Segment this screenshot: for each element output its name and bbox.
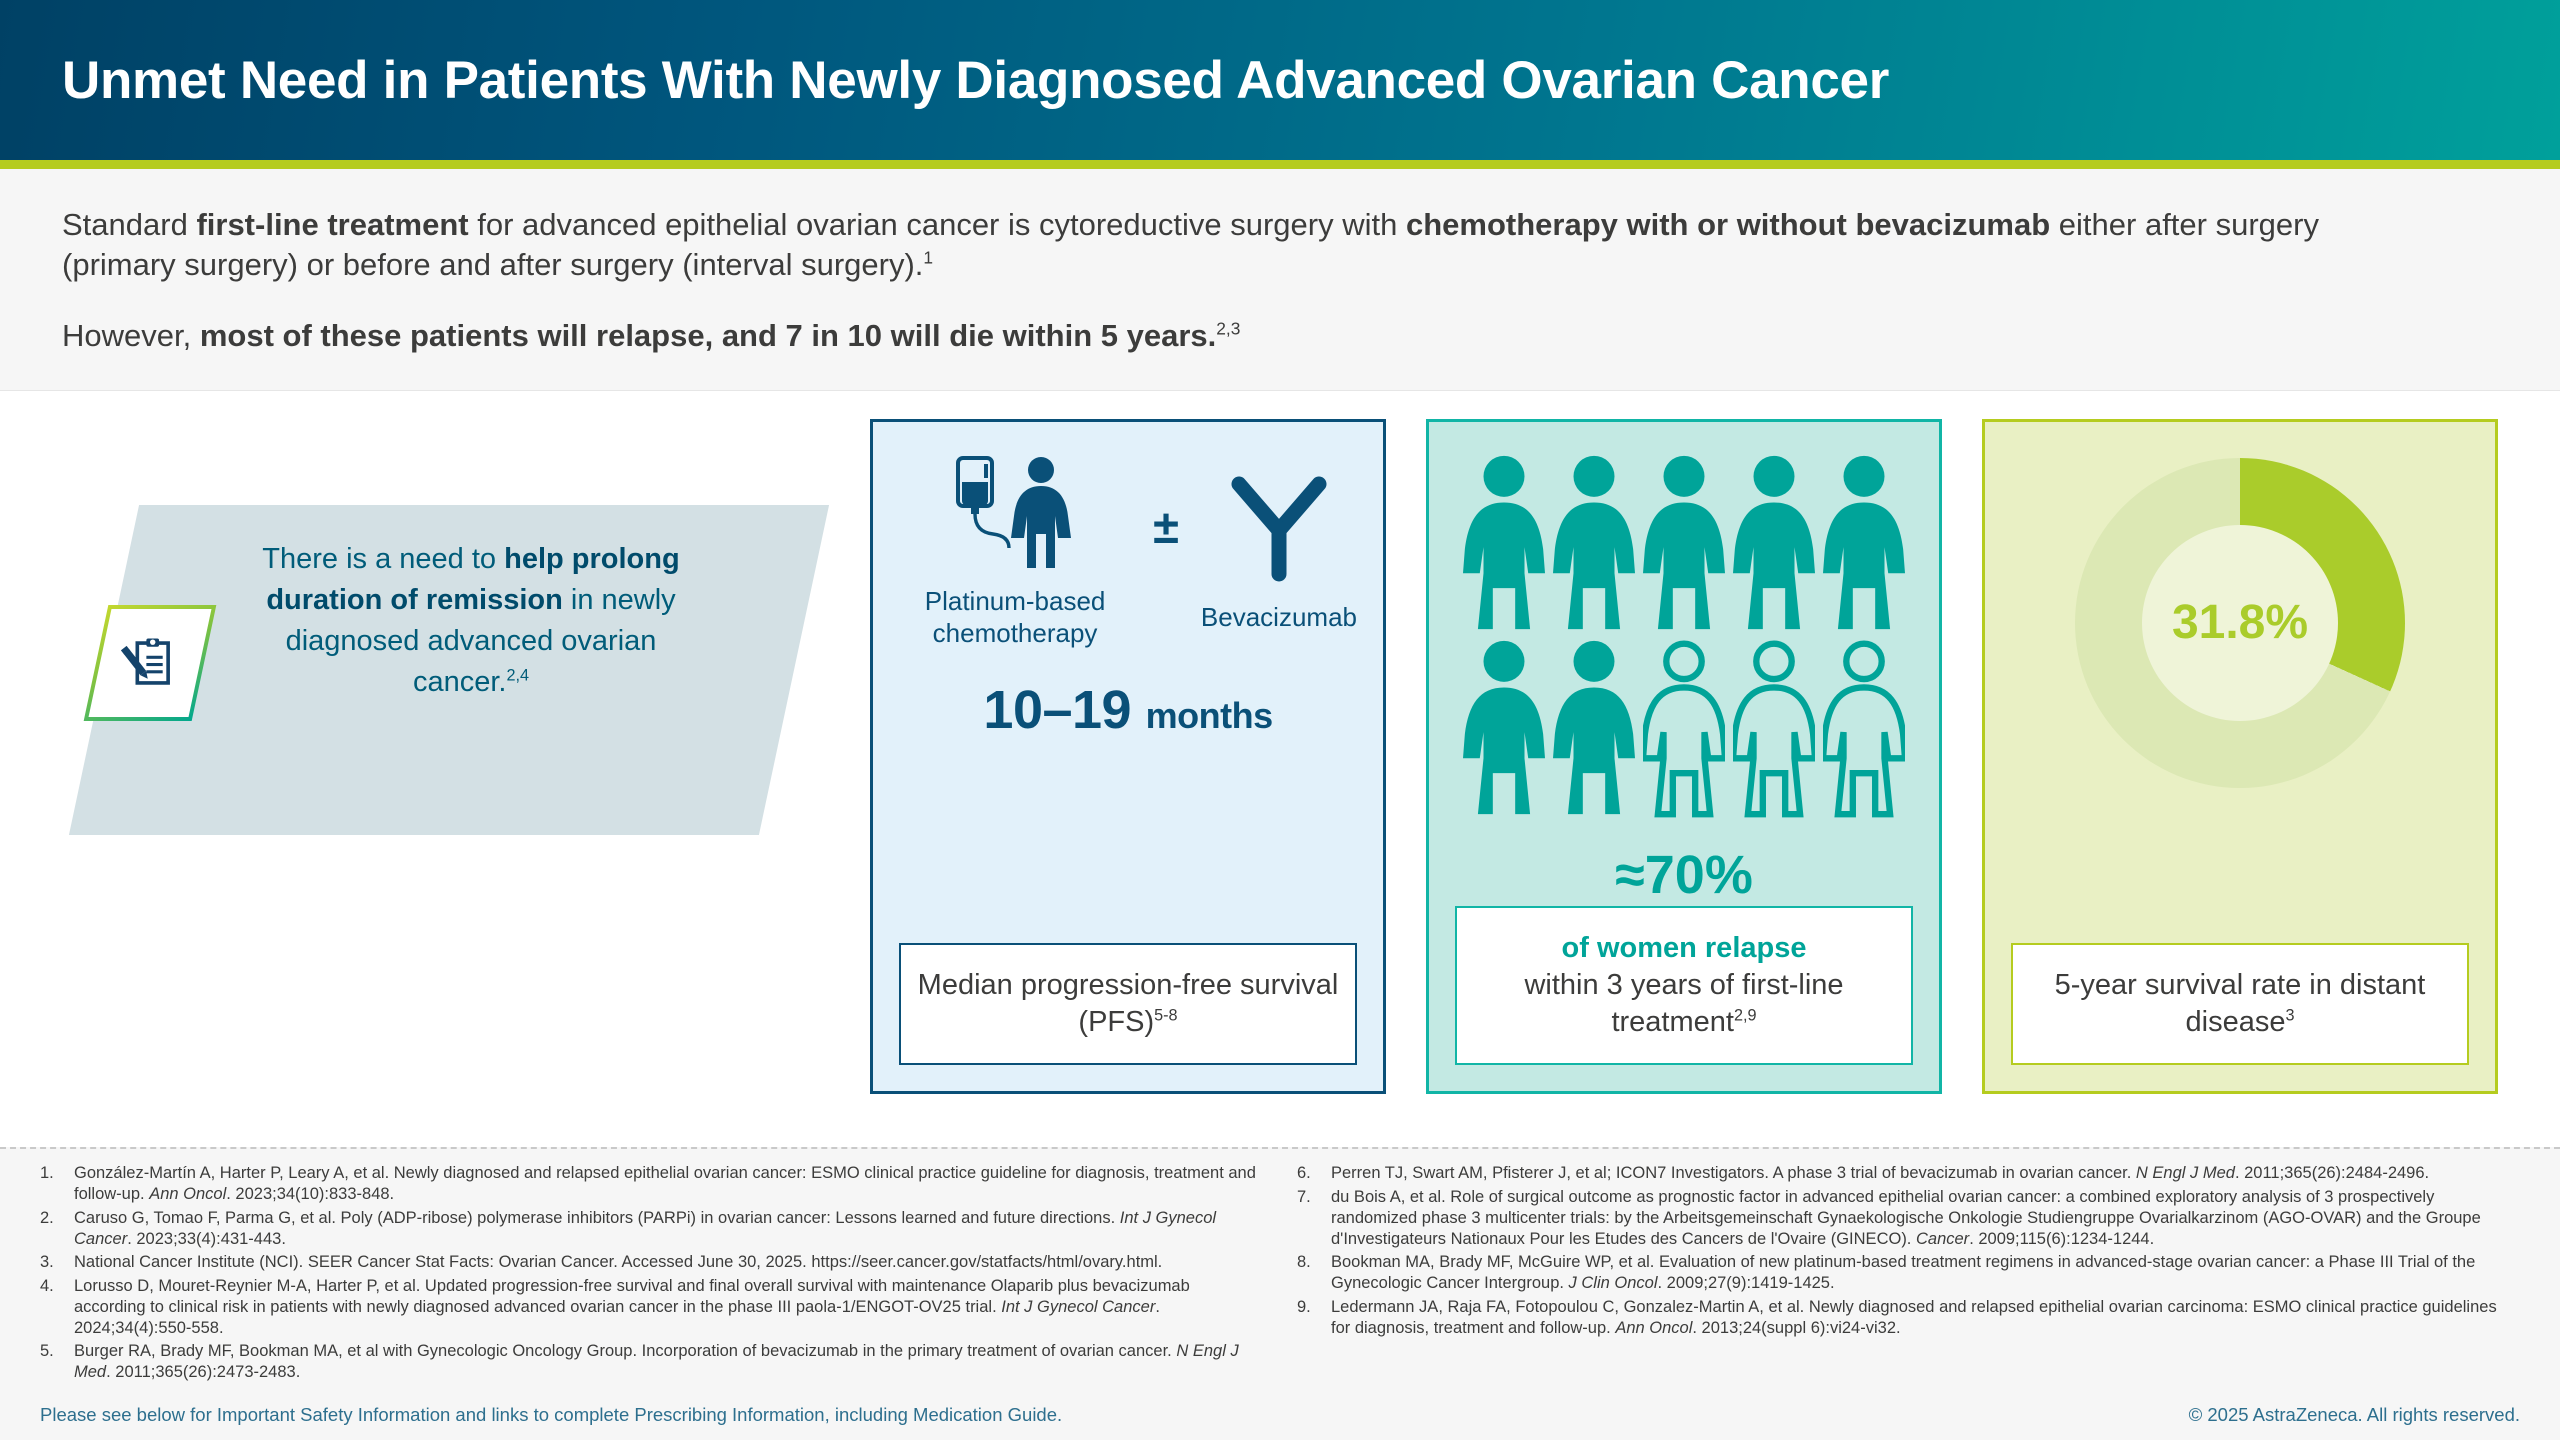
reference-text: Lorusso D, Mouret-Reynier M-A, Harter P,… [74,1277,1190,1337]
reference-number: 9. [1297,1297,1311,1316]
card-survival: 31.8% 5-year survival rate in distant di… [1982,418,2498,1095]
intro-p2-text-a: However, [62,317,200,353]
reference-number: 1. [40,1164,54,1183]
female-figure-icon-filled [1643,455,1725,630]
reference-item: 4. Lorusso D, Mouret-Reynier M-A, Harter … [40,1276,1263,1338]
reference-text: González-Martín A, Harter P, Leary A, et… [74,1164,1256,1203]
reference-text: Bookman MA, Brady MF, McGuire WP, et al.… [1331,1253,2476,1293]
reference-number: 3. [40,1253,54,1272]
female-figure-icon-filled [1463,640,1545,814]
chemo-label: Platinum-based chemotherapy [924,585,1106,648]
reference-item: 6. Perren TJ, Swart AM, Pfisterer J, et a… [1297,1163,2520,1184]
female-figure-icon-filled [1553,640,1635,814]
reference-number: 8. [1297,1253,1311,1272]
female-figure-icon-filled [1823,455,1905,630]
references-column-right: 6. Perren TJ, Swart AM, Pfisterer J, et a… [1297,1163,2520,1386]
clipboard-pencil-icon [121,638,170,685]
donut-center: 31.8% [2142,524,2338,721]
reference-text: Burger RA, Brady MF, Bookman MA, et al w… [74,1342,1239,1382]
callout-text-bold: help prolong duration of remission [266,542,680,617]
stat-cards: Platinum-based chemotherapy ± [838,418,2512,1095]
female-figure-icon-outline [1733,640,1815,818]
plus-minus-symbol: ± [1153,500,1179,554]
iv-drip-patient-icon [956,455,1072,568]
female-figure-icon-outline [1823,640,1905,818]
bevacizumab-column: Bevacizumab [1201,466,1357,634]
intro-paragraph-2: However, most of these patients will rel… [62,316,2362,356]
callout-text-c: in newly diagnosed advanced ovarian canc… [285,584,676,699]
female-figure-icon-filled [1463,455,1545,630]
reference-text: National Cancer Institute (NCI). SEER Ca… [74,1253,1163,1272]
intro-p2-citation: 2,3 [1216,318,1241,339]
intro-p1-text-c: for advanced epithelial ovarian cancer i… [468,207,1406,242]
reference-number: 2. [40,1208,54,1227]
page-footer: Please see below for Important Safety In… [0,1394,2560,1440]
survival-caption: 5-year survival rate in distant disease [2054,968,2426,1038]
references-section: 1. González-Martín A, Harter P, Leary A, … [0,1147,2560,1394]
pfs-caption-citation: 5-8 [1154,1006,1178,1025]
card-relapse: ≈70% of women relapse within 3 years of f… [1426,418,1942,1095]
chemo-column: Platinum-based chemotherapy [899,450,1131,649]
intro-paragraph-1: Standard first-line treatment for advanc… [62,205,2362,286]
copyright-text: © 2025 AstraZeneca. All rights reserved. [2188,1404,2520,1425]
relapse-caption-bold: of women relapse [1561,931,1807,964]
pfs-value: 10–19 [983,680,1132,741]
survival-donut-figure: 31.8% [2075,450,2405,788]
survival-caption-box: 5-year survival rate in distant disease3 [2011,942,2469,1066]
reference-text: Ledermann JA, Raja FA, Fotopoulou C, Gon… [1331,1297,2497,1337]
intro-section: Standard first-line treatment for advanc… [0,169,2560,391]
need-callout: There is a need to help prolong duration… [48,497,838,1037]
survival-caption-citation: 3 [2285,1006,2295,1025]
reference-number: 5. [40,1342,54,1361]
references-column-left: 1. González-Martín A, Harter P, Leary A, … [40,1163,1263,1386]
safety-information-link[interactable]: Please see below for Important Safety In… [40,1404,1063,1425]
reference-item: 1. González-Martín A, Harter P, Leary A, … [40,1163,1263,1205]
reference-text: Caruso G, Tomao F, Parma G, et al. Poly … [74,1208,1217,1248]
intro-p1-citation: 1 [923,247,934,268]
relapse-stat-value: ≈70% [1615,844,1753,905]
reference-item: 3. National Cancer Institute (NCI). SEER … [40,1252,1263,1273]
reference-text: Perren TJ, Swart AM, Pfisterer J, et al;… [1331,1164,2430,1183]
reference-number: 6. [1297,1164,1311,1183]
pfs-caption-box: Median progression-free survival (PFS)5-… [899,942,1357,1066]
page-header: Unmet Need in Patients With Newly Diagno… [0,0,2560,160]
callout-text: There is a need to help prolong duration… [236,539,706,704]
relapse-caption-citation: 2,9 [1733,1006,1757,1025]
intro-p1-bold-d: chemotherapy with or without bevacizumab [1405,207,2051,242]
main-content: There is a need to help prolong duration… [0,390,2560,1148]
reference-item: 5. Burger RA, Brady MF, Bookman MA, et al… [40,1341,1263,1383]
pfs-stat-value: 10–19 months [983,679,1274,741]
relapse-pictograph [1455,450,1913,818]
reference-item: 7. du Bois A, et al. Role of surgical out… [1297,1187,2520,1249]
card-pfs: Platinum-based chemotherapy ± [870,418,1386,1095]
relapse-caption-box: of women relapse within 3 years of first-… [1455,905,1913,1066]
regimen-figure: Platinum-based chemotherapy ± [899,450,1357,649]
intro-p1-bold-b: first-line treatment [196,207,469,242]
reference-item: 2. Caruso G, Tomao F, Parma G, et al. Pol… [40,1208,1263,1250]
reference-item: 8. Bookman MA, Brady MF, McGuire WP, et a… [1297,1252,2520,1294]
female-figure-icon-filled [1733,455,1815,630]
intro-p1-text-a: Standard [62,207,197,242]
reference-number: 4. [40,1277,54,1296]
header-accent-rule [0,160,2560,169]
pfs-unit: months [1145,695,1274,737]
pfs-caption: Median progression-free survival (PFS) [917,968,1339,1038]
female-figure-icon-outline [1643,640,1725,818]
reference-number: 7. [1297,1187,1311,1206]
page-title: Unmet Need in Patients With Newly Diagno… [62,50,1890,110]
reference-item: 9. Ledermann JA, Raja FA, Fotopoulou C, G… [1297,1297,2520,1339]
intro-p2-bold-b: most of these patients will relapse, and… [199,317,1217,353]
relapse-caption-rest: within 3 years of first-line treatment [1524,968,1844,1038]
callout-citation: 2,4 [506,666,530,685]
reference-text: du Bois A, et al. Role of surgical outco… [1331,1187,2481,1248]
antibody-icon [1231,476,1327,582]
intro-p1-text-e: either after surgery (primary surgery) o… [62,207,2319,283]
donut-value-label: 31.8% [2171,596,2309,650]
female-figure-icon-filled [1553,455,1635,630]
bevacizumab-label: Bevacizumab [1200,601,1357,632]
callout-text-a: There is a need to [262,542,505,575]
clipboard-pencil-icon-badge [83,604,217,721]
